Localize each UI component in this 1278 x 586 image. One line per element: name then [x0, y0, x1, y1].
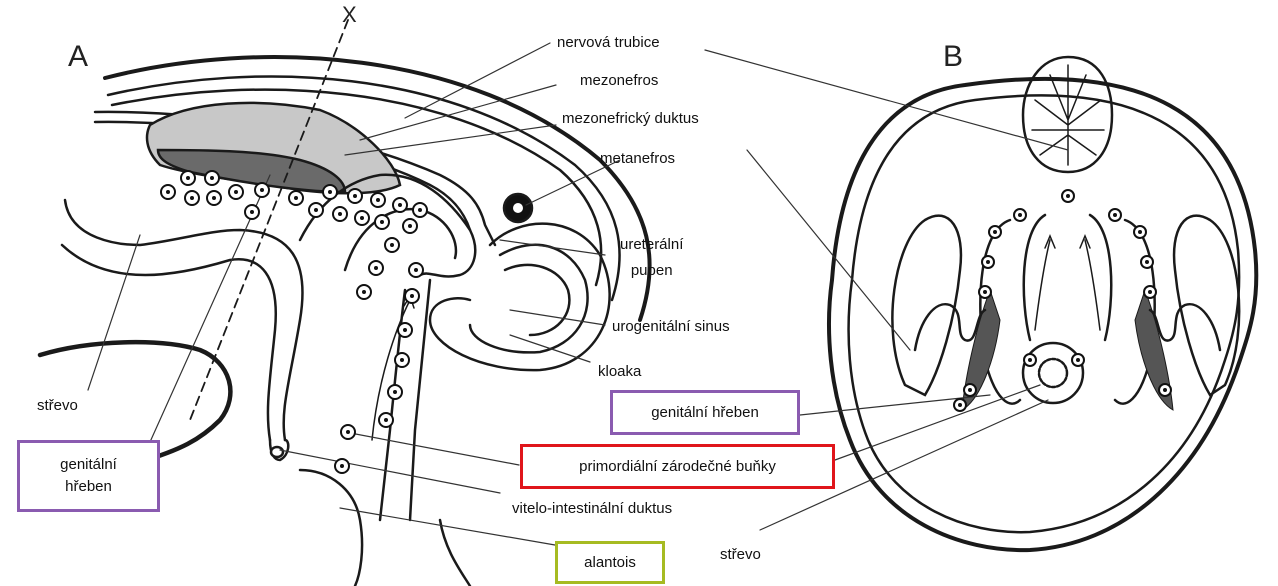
germ-cell: [207, 191, 221, 205]
box-genital-ridge-a: genitální hřeben: [17, 440, 160, 512]
label-cloaca: kloaka: [598, 363, 641, 381]
germ-cell: [245, 205, 259, 219]
germ-cell: [989, 226, 1001, 238]
label-mesonephros: mezonefros: [580, 72, 658, 90]
germ-cell: [369, 261, 383, 275]
germ-cell: [1134, 226, 1146, 238]
germ-cell: [255, 183, 269, 197]
germ-cell: [333, 207, 347, 221]
germ-cell: [205, 171, 219, 185]
germ-cell: [413, 203, 427, 217]
germ-cell: [385, 238, 399, 252]
germ-cell: [405, 289, 419, 303]
germ-cell: [1072, 354, 1084, 366]
germ-cell: [982, 256, 994, 268]
germ-cell: [161, 185, 175, 199]
label-gut-a: střevo: [37, 397, 78, 415]
label-neural-tube: nervová trubice: [557, 34, 660, 52]
germ-cell: [393, 198, 407, 212]
label-gut-b: střevo: [720, 546, 761, 564]
germ-cell: [289, 191, 303, 205]
germ-cell: [403, 219, 417, 233]
label-mesonephric-duct: mezonefrický duktus: [562, 110, 699, 128]
box-allantois-text: alantois: [584, 552, 636, 574]
metanephros-inner-a: [513, 203, 523, 213]
allantois-wall-a: [300, 470, 362, 586]
box-primordial-cells-text: primordiální zárodečné buňky: [579, 456, 776, 478]
germ-cell: [1024, 354, 1036, 366]
box-allantois: alantois: [555, 541, 665, 584]
germ-cell: [355, 211, 369, 225]
germ-cell: [323, 185, 337, 199]
germ-cell: [375, 215, 389, 229]
box-genital-ridge-b: genitální hřeben: [610, 390, 800, 435]
box-genital-ridge-b-text: genitální hřeben: [651, 402, 759, 424]
stalk-tip-a: [271, 447, 283, 457]
germ-cell: [395, 353, 409, 367]
arrow-left-b: [1035, 240, 1050, 330]
label-ureteric-bud: ureterální pupen: [620, 232, 683, 284]
germ-cell: [348, 189, 362, 203]
box-genital-ridge-a-text: genitální hřeben: [60, 454, 117, 498]
germ-cell: [229, 185, 243, 199]
germ-cell: [185, 191, 199, 205]
germ-cell: [309, 203, 323, 217]
germ-cell: [1141, 256, 1153, 268]
germ-cell: [1159, 384, 1171, 396]
germ-cell: [335, 459, 349, 473]
germ-cell: [388, 385, 402, 399]
germ-cell: [371, 193, 385, 207]
germ-cell: [341, 425, 355, 439]
arrow-right-b: [1085, 240, 1100, 330]
germ-cell: [1109, 209, 1121, 221]
gut-tube-b-a: [410, 280, 430, 520]
germ-cell: [379, 413, 393, 427]
germ-cell: [1144, 286, 1156, 298]
panel-label-a: A: [68, 40, 88, 74]
germ-cell: [181, 171, 195, 185]
gut-lumen-b: [1039, 359, 1067, 387]
germ-cell: [409, 263, 423, 277]
germ-cell: [398, 323, 412, 337]
axis-label-x: X: [342, 2, 357, 28]
germ-cell: [357, 285, 371, 299]
label-metanephros: metanefros: [600, 150, 675, 168]
label-vitelline-duct: vitelo-intestinální duktus: [512, 500, 672, 518]
label-urogenital-sinus: urogenitální sinus: [612, 318, 730, 336]
germ-cell: [954, 399, 966, 411]
germ-cell: [979, 286, 991, 298]
germ-cell: [964, 384, 976, 396]
gut-b: [1023, 343, 1083, 403]
germ-cell: [1062, 190, 1074, 202]
germ-cell: [1014, 209, 1026, 221]
panel-label-b: B: [943, 40, 963, 74]
sinus-inner-a: [505, 265, 569, 335]
box-primordial-cells: primordiální zárodečné buňky: [520, 444, 835, 489]
